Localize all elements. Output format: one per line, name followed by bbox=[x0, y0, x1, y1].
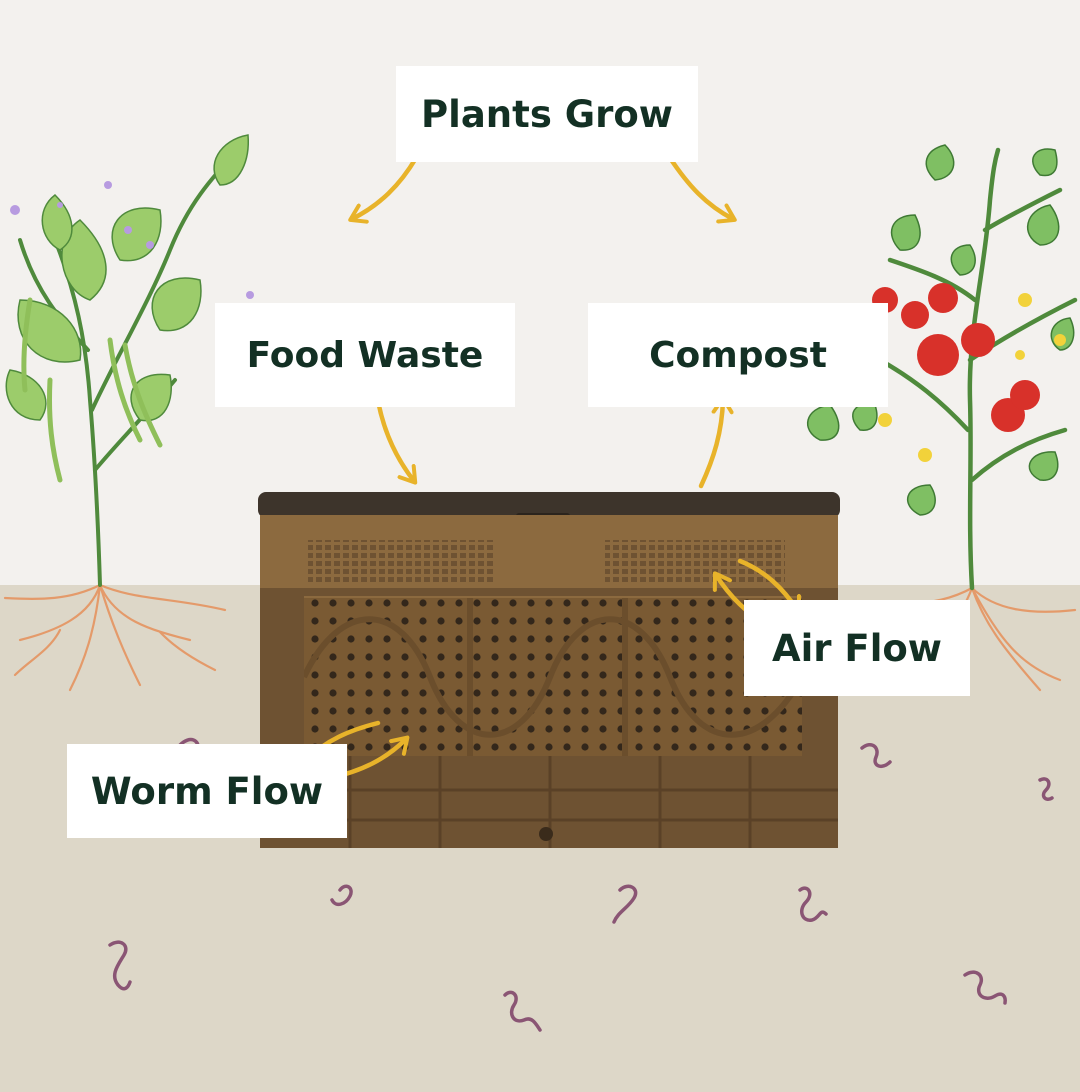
worm-flow-label: Worm Flow bbox=[67, 744, 347, 838]
arrow-food-waste-to-bin bbox=[375, 398, 418, 485]
food-waste-label: Food Waste bbox=[215, 303, 515, 407]
arrow-plants-to-food-waste bbox=[348, 155, 419, 224]
arrow-plants-to-compost bbox=[667, 155, 737, 224]
compost-label: Compost bbox=[588, 303, 888, 407]
plants-grow-label: Plants Grow bbox=[396, 66, 698, 162]
bean-plant-icon bbox=[3, 134, 254, 692]
cycle-arrows bbox=[348, 155, 737, 489]
arrow-bin-to-compost bbox=[698, 396, 734, 489]
bin-lid bbox=[258, 492, 840, 518]
air-flow-label: Air Flow bbox=[744, 600, 970, 696]
